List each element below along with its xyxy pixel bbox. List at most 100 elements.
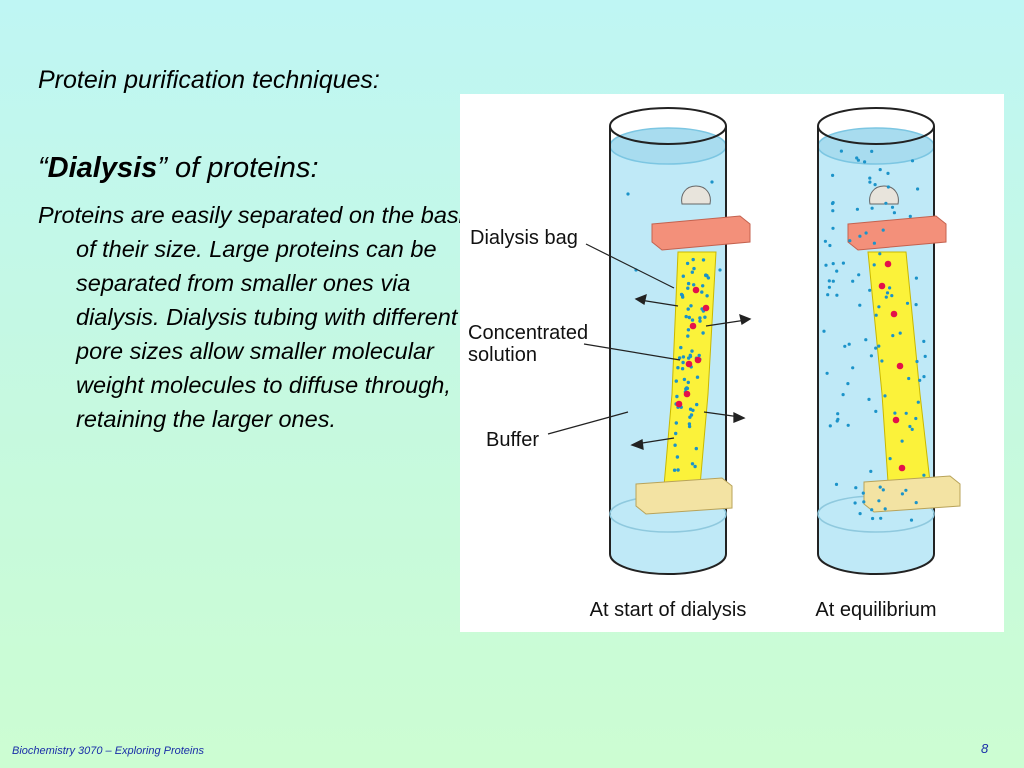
small-molecule [823,239,827,243]
small-molecule [835,269,839,273]
small-molecule [858,234,862,238]
small-molecule [691,408,695,412]
small-molecule [687,422,692,426]
small-molecule [689,304,693,308]
small-molecule [846,423,850,427]
small-molecule [877,499,881,503]
small-molecule [703,315,707,319]
small-molecule [684,314,688,319]
small-molecule [855,207,859,211]
small-molecule [878,168,882,172]
small-molecule [690,349,694,353]
small-molecule [883,507,887,511]
small-molecule [827,279,831,283]
small-molecule [701,284,705,288]
small-molecule [697,353,701,358]
small-molecule [831,279,835,283]
large-molecule [675,400,683,408]
small-molecule [914,276,918,280]
small-molecule [674,421,678,425]
small-molecule [874,346,878,350]
arrow-out-right-top-head [739,313,752,326]
bag-start-clip-bottom [635,477,733,515]
large-molecule [683,390,691,398]
small-molecule [864,338,868,342]
small-molecule [916,187,920,191]
caption-start: At start of dialysis [590,599,747,621]
small-molecule [861,491,865,495]
small-molecule [825,371,829,375]
small-molecule [922,375,926,379]
small-molecule [874,313,878,317]
large-molecule [896,362,904,370]
large-molecule [890,310,898,318]
small-molecule [847,342,851,346]
small-molecule [673,443,677,447]
small-molecule [831,173,835,177]
small-molecule [681,360,685,365]
small-molecule [693,464,697,469]
small-molecule [675,394,679,399]
small-molecule [848,239,852,243]
small-molecule [878,485,882,489]
small-molecule [890,294,894,298]
small-molecule [873,183,877,187]
small-molecule [872,263,876,267]
small-molecule [701,331,705,335]
small-molecule [908,424,912,429]
label-solution: solution [468,344,537,366]
small-molecule [858,303,862,307]
small-molecule [676,468,680,472]
small-molecule [827,285,831,289]
small-molecule [890,205,895,209]
small-molecule [690,270,694,274]
small-molecule [898,331,902,335]
small-molecule [831,262,835,266]
small-molecule [826,293,830,297]
small-molecule [870,206,874,210]
small-molecule [891,334,895,338]
small-molecule [885,291,890,295]
small-molecule [922,339,926,343]
small-molecule [700,290,704,294]
arrow-out-right-top [705,319,747,327]
small-molecule [854,486,858,490]
small-molecule [855,156,859,160]
leader-buffer [547,411,629,435]
small-molecule [864,231,868,235]
small-molecule [922,473,926,477]
small-molecule [905,301,910,305]
small-molecule [851,279,855,283]
small-molecule [679,292,684,297]
small-molecule [881,228,885,232]
small-molecule [680,367,685,371]
small-molecule [881,488,885,492]
large-molecule [892,416,900,424]
small-molecule [900,492,904,496]
small-molecule [863,160,867,164]
small-molecule [698,316,702,320]
label-buffer: Buffer [486,429,539,451]
arrow-out-left-bottom-head [630,439,644,450]
small-molecule [718,268,722,272]
small-molecule [681,355,686,359]
small-molecule [675,455,680,459]
small-molecule [676,366,680,370]
small-molecule [867,397,871,401]
small-molecule [914,303,918,307]
large-molecule [692,286,700,294]
body-paragraph: Proteins are easily separated on the bas… [38,202,476,432]
large-molecule [878,282,886,290]
small-molecule [690,462,695,466]
small-molecule [828,424,832,428]
small-molecule [904,411,908,415]
small-molecule [690,318,695,322]
small-molecule [836,412,840,416]
small-molecule [677,356,682,360]
small-molecule [851,366,855,370]
small-molecule [904,488,908,492]
small-molecule [687,356,691,360]
small-molecule [694,446,698,451]
small-molecule [692,266,696,271]
small-molecule [688,415,692,419]
